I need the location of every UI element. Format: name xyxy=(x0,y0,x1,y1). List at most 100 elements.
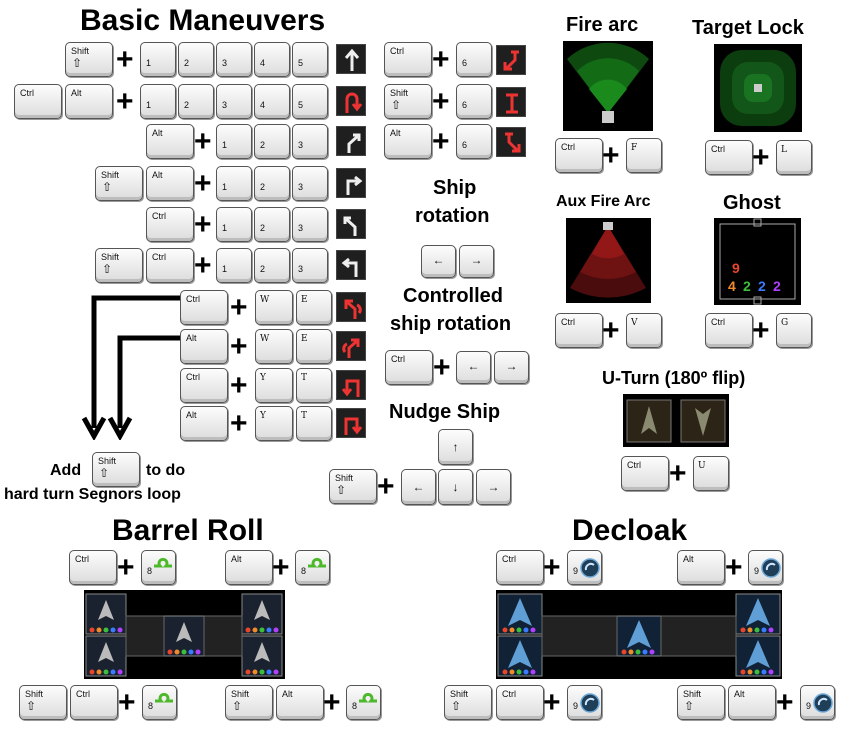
key-3[interactable]: 3 xyxy=(292,207,328,242)
ctrl-key[interactable]: Ctrl xyxy=(14,84,62,119)
shift-key[interactable]: Shift⇧ xyxy=(384,84,432,119)
ctrl-key[interactable]: Ctrl xyxy=(705,140,753,175)
ctrl-key[interactable]: Ctrl xyxy=(555,138,603,173)
alt-key[interactable]: Alt xyxy=(146,166,194,201)
ctrl-key[interactable]: Ctrl xyxy=(146,248,194,283)
alt-key[interactable]: Alt xyxy=(728,685,776,720)
shift-key[interactable]: Shift⇧ xyxy=(329,469,377,504)
key-2[interactable]: 2 xyxy=(254,166,290,201)
key-t[interactable]: T xyxy=(296,406,332,441)
shift-key[interactable]: Shift⇧ xyxy=(444,685,492,720)
key-w[interactable]: W xyxy=(255,329,293,364)
key-1[interactable]: 1 xyxy=(216,124,252,159)
right-arrow-key[interactable]: → xyxy=(476,469,511,505)
ctrl-key[interactable]: Ctrl xyxy=(180,368,228,403)
alt-key[interactable]: Alt xyxy=(146,124,194,159)
key-g[interactable]: G xyxy=(776,313,812,348)
key-e[interactable]: E xyxy=(296,329,332,364)
tallon-roll-right-icon xyxy=(336,408,366,438)
key-3[interactable]: 3 xyxy=(292,248,328,283)
key-5[interactable]: 5 xyxy=(292,84,328,119)
key-4[interactable]: 4 xyxy=(254,84,290,119)
left-arrow-key[interactable]: ← xyxy=(421,245,456,278)
key-9-decloak[interactable]: 9 xyxy=(800,685,835,720)
key-2[interactable]: 2 xyxy=(178,42,214,77)
key-5[interactable]: 5 xyxy=(292,42,328,77)
key-6[interactable]: 6 xyxy=(456,124,492,159)
key-l[interactable]: L xyxy=(776,140,812,175)
ctrl-key[interactable]: Ctrl xyxy=(496,550,544,585)
ctrl-key[interactable]: Ctrl xyxy=(180,290,228,325)
alt-key[interactable]: Alt xyxy=(180,406,228,441)
key-8-barrel-roll[interactable]: 8 xyxy=(142,685,177,720)
alt-key[interactable]: Alt xyxy=(225,550,273,585)
key-8-barrel-roll[interactable]: 8 xyxy=(295,550,330,585)
key-t[interactable]: T xyxy=(296,368,332,403)
alt-key[interactable]: Alt xyxy=(65,84,113,119)
key-v[interactable]: V xyxy=(626,313,662,348)
right-arrow-key[interactable]: → xyxy=(459,245,494,278)
key-y[interactable]: Y xyxy=(255,368,293,403)
sloop-left-icon xyxy=(336,292,366,322)
ctrl-key[interactable]: Ctrl xyxy=(621,456,669,491)
key-6[interactable]: 6 xyxy=(456,42,492,77)
reverse-straight-icon xyxy=(496,87,526,117)
shift-key[interactable]: Shift⇧ xyxy=(95,248,143,283)
shift-key[interactable]: Shift⇧ xyxy=(65,42,113,77)
key-3[interactable]: 3 xyxy=(292,124,328,159)
decloak-icon xyxy=(813,693,833,713)
ctrl-key[interactable]: Ctrl xyxy=(70,685,118,720)
alt-key[interactable]: Alt xyxy=(384,124,432,159)
key-9-decloak[interactable]: 9 xyxy=(567,685,602,720)
shift-key[interactable]: Shift⇧ xyxy=(225,685,273,720)
key-6[interactable]: 6 xyxy=(456,84,492,119)
key-f[interactable]: F xyxy=(626,138,662,173)
key-1[interactable]: 1 xyxy=(216,166,252,201)
shift-key[interactable]: Shift⇧ xyxy=(677,685,725,720)
key-9-decloak[interactable]: 9 xyxy=(748,550,783,585)
key-y[interactable]: Y xyxy=(255,406,293,441)
alt-key[interactable]: Alt xyxy=(180,329,228,364)
key-1[interactable]: 1 xyxy=(140,42,176,77)
key-2[interactable]: 2 xyxy=(254,248,290,283)
key-8-barrel-roll[interactable]: 8 xyxy=(141,550,176,585)
key-3[interactable]: 3 xyxy=(216,84,252,119)
plus-sign: + xyxy=(543,551,561,584)
left-arrow-key[interactable]: ← xyxy=(456,351,491,384)
ctrl-key[interactable]: Ctrl xyxy=(146,207,194,242)
key-3[interactable]: 3 xyxy=(292,166,328,201)
ctrl-key[interactable]: Ctrl xyxy=(384,42,432,77)
ctrl-key[interactable]: Ctrl xyxy=(555,313,603,348)
up-arrow-key[interactable]: ↑ xyxy=(438,429,473,465)
down-arrow-key[interactable]: ↓ xyxy=(438,469,473,505)
ctrl-key[interactable]: Ctrl xyxy=(385,350,433,385)
key-1[interactable]: 1 xyxy=(216,207,252,242)
shift-key[interactable]: Shift⇧ xyxy=(19,685,67,720)
key-3[interactable]: 3 xyxy=(216,42,252,77)
alt-key[interactable]: Alt xyxy=(276,685,324,720)
shift-key[interactable]: Shift⇧ xyxy=(92,452,140,487)
right-arrow-key[interactable]: → xyxy=(494,351,529,384)
key-1[interactable]: 1 xyxy=(140,84,176,119)
plus-sign: + xyxy=(669,457,687,490)
key-2[interactable]: 2 xyxy=(254,124,290,159)
key-2[interactable]: 2 xyxy=(254,207,290,242)
key-8-barrel-roll[interactable]: 8 xyxy=(346,685,381,720)
key-9-decloak[interactable]: 9 xyxy=(567,550,602,585)
plus-sign: + xyxy=(602,314,620,347)
key-e[interactable]: E xyxy=(296,290,332,325)
key-4[interactable]: 4 xyxy=(254,42,290,77)
ctrl-key[interactable]: Ctrl xyxy=(69,550,117,585)
shift-key[interactable]: Shift⇧ xyxy=(95,166,143,201)
koiogran-turn-icon xyxy=(336,86,366,116)
key-1[interactable]: 1 xyxy=(216,248,252,283)
key-w[interactable]: W xyxy=(255,290,293,325)
heading-nudge-ship: Nudge Ship xyxy=(389,401,501,423)
alt-key[interactable]: Alt xyxy=(677,550,725,585)
ctrl-key[interactable]: Ctrl xyxy=(705,313,753,348)
ctrl-key[interactable]: Ctrl xyxy=(496,685,544,720)
key-u[interactable]: U xyxy=(693,456,729,491)
key-2[interactable]: 2 xyxy=(178,84,214,119)
left-arrow-key[interactable]: ← xyxy=(401,469,436,505)
plus-sign: + xyxy=(230,407,248,440)
